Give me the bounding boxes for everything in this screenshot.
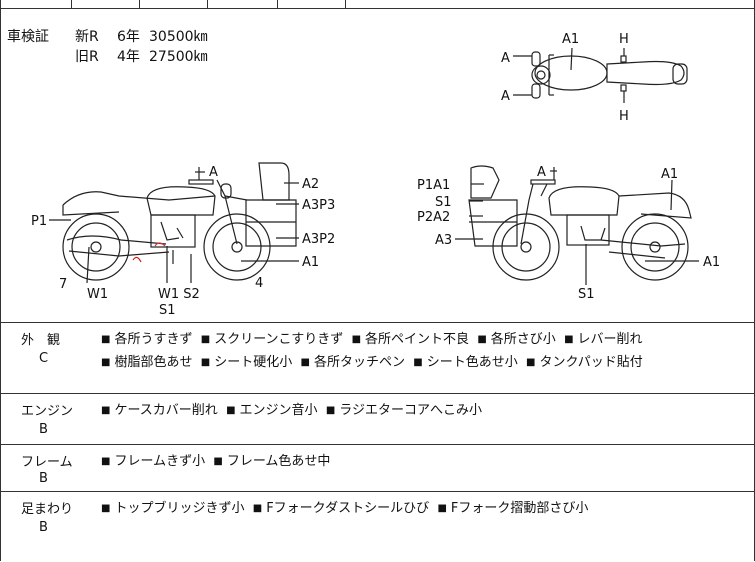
condition-notes: ■トップブリッジきず小 ■Fフォークダストシールひび ■Fフォーク摺動部さび小: [101, 501, 589, 516]
condition-row-frame: フレーム B ■フレームきず小 ■フレーム色あせ中: [1, 444, 754, 491]
condition-item: フレームきず小: [114, 454, 206, 469]
inspection-row-old: 旧R 4年 27500㎞: [75, 47, 208, 67]
right-label-a3: A3: [435, 233, 452, 248]
right-label-a: A: [537, 165, 546, 180]
condition-item: スクリーンこすりきず: [214, 332, 344, 347]
top-view-motorcycle: [513, 47, 688, 103]
condition-item: Fフォーク摺動部さび小: [450, 501, 589, 516]
right-label-p2a2: P2A2: [417, 210, 450, 225]
motorcycle-damage-diagram: A A A1 H H A A2 A3P3 A3P2 A1 P1 7 W1 W1 …: [31, 32, 720, 318]
condition-grade: B: [39, 422, 48, 437]
condition-notes: ■ケースカバー削れ ■エンジン音小 ■ラジエターコアへこみ小: [101, 403, 483, 418]
right-label-s1-bottom: S1: [578, 287, 595, 302]
condition-grade: C: [39, 351, 49, 366]
inspection-mileage: 30500㎞: [149, 29, 208, 45]
top-label-h-lower: H: [619, 109, 629, 124]
condition-grade: B: [39, 520, 48, 535]
right-label-a1-right: A1: [703, 255, 720, 270]
right-leader-lines: [455, 170, 699, 285]
condition-item: 各所うすきず: [114, 332, 193, 347]
inspection-years: 6年: [117, 29, 140, 45]
condition-item: エンジン音小: [239, 403, 318, 418]
condition-item: シート色あせ小: [426, 355, 518, 370]
top-label-a-lower: A: [501, 89, 510, 104]
right-label-p1a1: P1A1: [417, 178, 450, 193]
top-label-a-upper: A: [501, 51, 510, 66]
inspection-era: 旧R: [75, 49, 99, 65]
condition-item: シート硬化小: [214, 355, 293, 370]
condition-item: フレーム色あせ中: [226, 454, 331, 469]
left-label-a3p2: A3P2: [302, 232, 335, 247]
condition-item: 樹脂部色あせ: [114, 355, 193, 370]
right-label-s1: S1: [435, 195, 452, 210]
left-label-p1: P1: [31, 214, 47, 229]
left-label-a2: A2: [302, 177, 319, 192]
condition-category: エンジン: [21, 404, 74, 419]
condition-category: 外 観: [21, 333, 61, 348]
left-label-w1: W1: [87, 287, 108, 302]
condition-item: タンクパッド貼付: [539, 355, 643, 370]
condition-item: レバー削れ: [577, 332, 643, 347]
left-label-a: A: [209, 165, 218, 180]
right-label-a1-top: A1: [661, 167, 678, 182]
left-side-motorcycle: [62, 162, 297, 281]
condition-row-engine: エンジン B ■ケースカバー削れ ■エンジン音小 ■ラジエターコアへこみ小: [1, 393, 754, 444]
right-side-motorcycle: [468, 165, 692, 281]
condition-item: ラジエターコアへこみ小: [339, 403, 483, 418]
inspection-era: 新R: [75, 29, 99, 45]
condition-item: Fフォークダストシールひび: [266, 501, 430, 516]
condition-notes: ■フレームきず小 ■フレーム色あせ中: [101, 454, 331, 469]
left-label-w1s2: W1 S2: [158, 287, 200, 302]
inspection-mileage: 27500㎞: [149, 49, 208, 65]
inspection-row-new: 新R 6年 30500㎞: [75, 27, 208, 47]
condition-item: ケースカバー削れ: [114, 403, 218, 418]
header-strip: [1, 0, 754, 9]
condition-category: 足まわり: [21, 502, 74, 517]
condition-category: フレーム: [21, 455, 73, 470]
inspection-label: 車検証: [7, 29, 49, 45]
left-label-s1: S1: [159, 303, 176, 318]
left-leader-lines: [49, 171, 299, 284]
condition-item: トップブリッジきず小: [114, 501, 245, 516]
condition-row-exterior: 外 観 C ■各所うすきず ■スクリーンこすりきず ■各所ペイント不良 ■各所さ…: [1, 322, 754, 393]
left-label-7: 7: [59, 277, 67, 292]
condition-item: 各所さび小: [490, 332, 556, 347]
condition-item: 各所ペイント不良: [365, 332, 470, 347]
left-label-a1: A1: [302, 255, 319, 270]
inspection-years: 4年: [117, 49, 140, 65]
condition-row-suspension: 足まわり B ■トップブリッジきず小 ■Fフォークダストシールひび ■Fフォーク…: [1, 491, 754, 562]
condition-grade: B: [39, 471, 48, 486]
left-label-4: 4: [255, 276, 263, 291]
condition-notes: ■各所うすきず ■スクリーンこすりきず ■各所ペイント不良 ■各所さび小 ■レバ…: [101, 332, 643, 370]
left-label-a3p3: A3P3: [302, 198, 335, 213]
top-label-h-upper: H: [619, 32, 629, 47]
condition-item: 各所タッチペン: [313, 355, 405, 370]
top-label-a1: A1: [562, 32, 579, 47]
